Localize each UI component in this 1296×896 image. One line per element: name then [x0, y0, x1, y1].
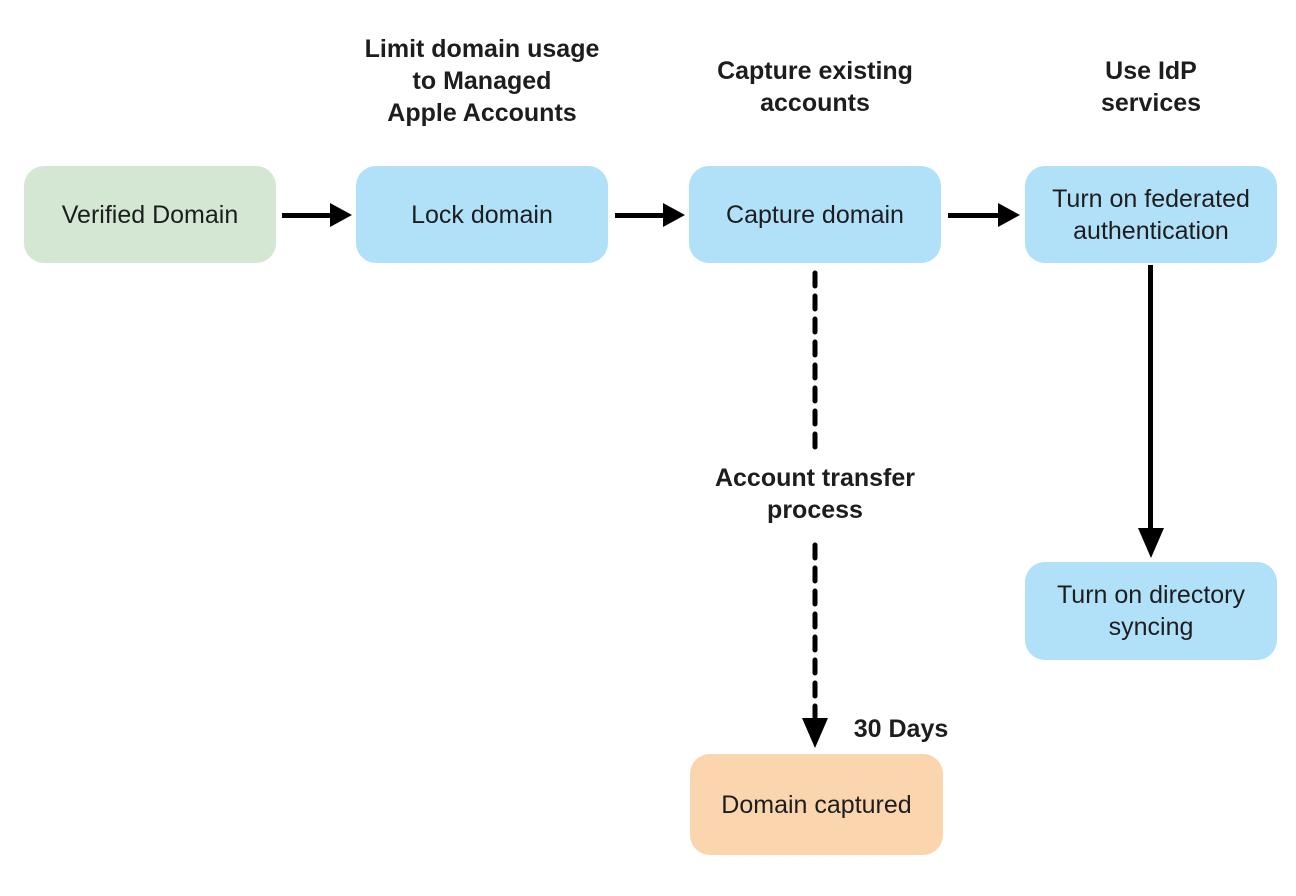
node-directory-syncing-label: Turn on directory syncing [1056, 581, 1246, 641]
annotation-capture-existing-accounts: Capture existing accounts [717, 57, 913, 117]
node-federated-authentication: Turn on federated authentication [1025, 166, 1277, 263]
arrowhead-right-icon [330, 203, 352, 227]
node-capture-domain: Capture domain [689, 166, 941, 263]
arrowhead-down-icon [1138, 528, 1164, 558]
annotation-use-idp-services: Use IdP services [1100, 57, 1202, 117]
node-lock-domain: Lock domain [356, 166, 608, 263]
node-domain-captured-label: Domain captured [721, 790, 912, 819]
annotation-account-transfer-process: Account transfer process [714, 464, 916, 524]
arrow-line [282, 213, 332, 218]
arrow-line [948, 213, 1000, 218]
arrow-line [1148, 265, 1153, 530]
node-directory-syncing: Turn on directory syncing [1025, 562, 1277, 660]
arrowhead-right-icon [998, 203, 1020, 227]
annotation-limit-domain-usage: Limit domain usage to Managed Apple Acco… [364, 35, 600, 127]
arrow-line [615, 213, 665, 218]
node-federated-authentication-label: Turn on federated authentication [1052, 184, 1250, 245]
node-verified-domain: Verified Domain [24, 166, 276, 263]
dashed-line-segment [812, 270, 818, 458]
node-domain-captured: Domain captured [690, 754, 943, 855]
node-capture-domain-label: Capture domain [726, 200, 904, 229]
node-lock-domain-label: Lock domain [411, 200, 553, 229]
arrowhead-down-icon [802, 718, 828, 748]
node-verified-domain-label: Verified Domain [61, 200, 239, 229]
dashed-line-segment [812, 542, 818, 720]
annotation-30-days: 30 Days [853, 715, 949, 743]
arrowhead-right-icon [663, 203, 685, 227]
